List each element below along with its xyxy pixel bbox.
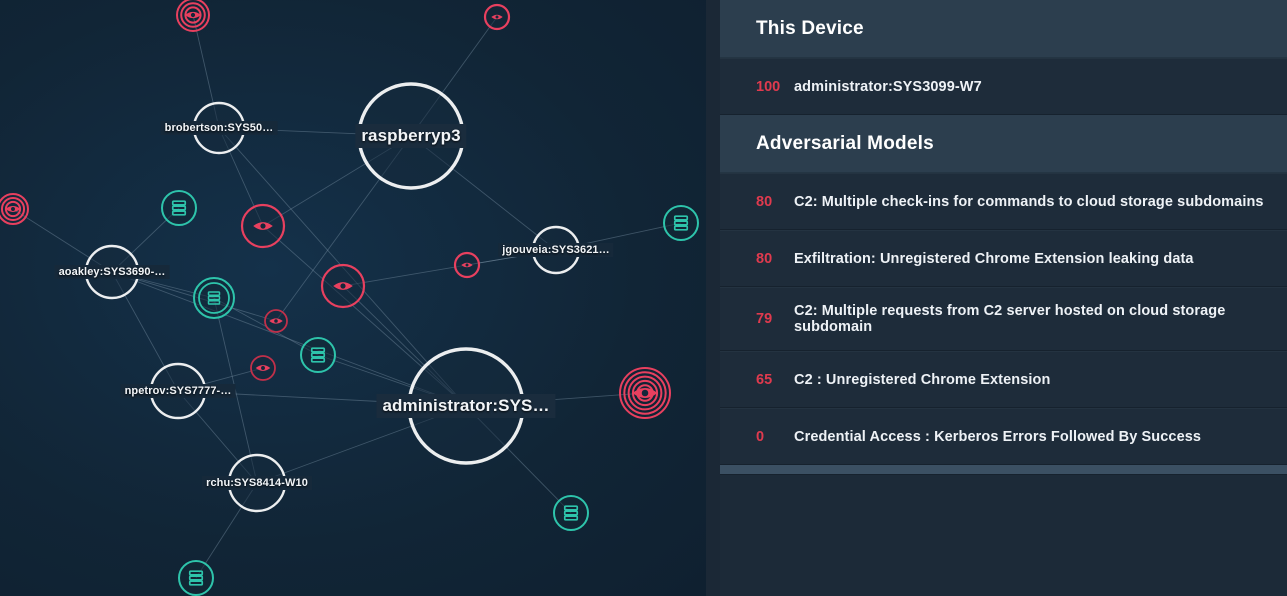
this-device-row[interactable]: 100 administrator:SYS3099-W7 bbox=[720, 58, 1287, 115]
graph-node-server[interactable] bbox=[663, 205, 699, 241]
graph-edge bbox=[213, 297, 258, 484]
eye-pupil-icon bbox=[465, 263, 469, 267]
graph-node-threat-bullseye[interactable] bbox=[176, 0, 210, 32]
graph-node-threat-bullseye[interactable] bbox=[0, 193, 29, 225]
server-stack-icon bbox=[563, 505, 579, 511]
graph-node-threat-eye[interactable] bbox=[453, 251, 481, 279]
eye-pupil-icon bbox=[260, 223, 266, 229]
server-stack-icon bbox=[310, 357, 326, 363]
adversarial-model-label: C2: Multiple requests from C2 server hos… bbox=[794, 303, 1226, 335]
graph-node-host[interactable] bbox=[84, 244, 140, 300]
server-stack-icon bbox=[171, 200, 187, 206]
panel-footer-divider bbox=[720, 465, 1287, 475]
eye-pupil-icon bbox=[190, 12, 196, 18]
eye-pupil-icon bbox=[261, 366, 265, 370]
server-stack-icon bbox=[188, 580, 204, 586]
graph-svg bbox=[0, 0, 699, 596]
graph-node-host-large[interactable] bbox=[407, 347, 525, 465]
server-stack-icon bbox=[207, 295, 221, 301]
graph-node-threat-bullseye[interactable] bbox=[619, 367, 671, 419]
eye-pupil-icon bbox=[641, 389, 649, 397]
graph-node-server[interactable] bbox=[553, 495, 589, 531]
graph-node-host[interactable] bbox=[531, 225, 581, 275]
adversarial-model-score: 79 bbox=[756, 311, 773, 327]
server-stack-icon bbox=[188, 575, 204, 581]
adversarial-model-score: 80 bbox=[756, 193, 773, 210]
graph-node-host[interactable] bbox=[149, 362, 207, 420]
server-stack-icon bbox=[171, 210, 187, 216]
adversarial-model-score: 65 bbox=[756, 371, 773, 388]
this-device-label: administrator:SYS3099-W7 bbox=[794, 78, 982, 95]
graph-node-threat-eye[interactable] bbox=[320, 263, 366, 309]
server-stack-icon bbox=[673, 215, 689, 221]
eye-pupil-icon bbox=[340, 283, 346, 289]
graph-node-threat-eye[interactable] bbox=[240, 203, 286, 249]
this-device-score: 100 bbox=[756, 78, 781, 95]
graph-edge bbox=[111, 271, 467, 407]
graph-node-threat-eye-sm[interactable] bbox=[250, 355, 276, 381]
server-stack-icon bbox=[673, 220, 689, 226]
graph-node-threat-eye-sm[interactable] bbox=[264, 309, 288, 333]
adversarial-model-row[interactable]: 80 Exfiltration: Unregistered Chrome Exte… bbox=[720, 230, 1287, 287]
adversarial-models-list: 80 C2: Multiple check-ins for commands to… bbox=[720, 173, 1287, 465]
adversarial-models-header: Adversarial Models bbox=[720, 115, 1287, 173]
this-device-list: 100 administrator:SYS3099-W7 bbox=[720, 58, 1287, 115]
eye-pupil-icon bbox=[11, 207, 15, 211]
adversarial-model-label: C2 : Unregistered Chrome Extension bbox=[794, 371, 1051, 388]
adversarial-model-label: Exfiltration: Unregistered Chrome Extens… bbox=[794, 250, 1194, 267]
graph-node-server[interactable] bbox=[300, 337, 336, 373]
graph-nodes bbox=[0, 0, 699, 596]
server-stack-icon bbox=[673, 225, 689, 231]
server-stack-icon bbox=[188, 570, 204, 576]
server-stack-icon bbox=[563, 510, 579, 516]
graph-node-server[interactable] bbox=[178, 560, 214, 596]
server-stack-icon bbox=[310, 347, 326, 353]
adversarial-model-score: 80 bbox=[756, 250, 773, 267]
adversarial-model-score: 0 bbox=[756, 428, 765, 445]
adversarial-model-row[interactable]: 0 Credential Access : Kerberos Errors Fol… bbox=[720, 408, 1287, 465]
eye-pupil-icon bbox=[495, 15, 499, 19]
server-stack-icon bbox=[207, 300, 221, 305]
server-stack-icon bbox=[171, 205, 187, 211]
graph-node-host-large[interactable] bbox=[357, 82, 465, 190]
adversarial-model-row[interactable]: 79 C2: Multiple requests from C2 server h… bbox=[720, 287, 1287, 351]
server-stack-icon bbox=[563, 515, 579, 521]
adversarial-model-row[interactable]: 80 C2: Multiple check-ins for commands to… bbox=[720, 173, 1287, 230]
graph-node-host[interactable] bbox=[192, 101, 246, 155]
graph-node-host[interactable] bbox=[227, 453, 287, 513]
adversarial-model-label: Credential Access : Kerberos Errors Foll… bbox=[794, 428, 1202, 445]
server-stack-icon bbox=[310, 352, 326, 358]
this-device-header: This Device bbox=[720, 0, 1287, 58]
server-stack-icon bbox=[207, 291, 221, 296]
adversarial-model-label: C2: Multiple check-ins for commands to c… bbox=[794, 193, 1264, 210]
adversarial-model-row[interactable]: 65 C2 : Unregistered Chrome Extension bbox=[720, 351, 1287, 408]
eye-pupil-icon bbox=[274, 319, 278, 323]
graph-node-server[interactable] bbox=[161, 190, 197, 226]
graph-node-server-double[interactable] bbox=[193, 277, 235, 319]
graph-node-threat-eye[interactable] bbox=[483, 3, 511, 31]
